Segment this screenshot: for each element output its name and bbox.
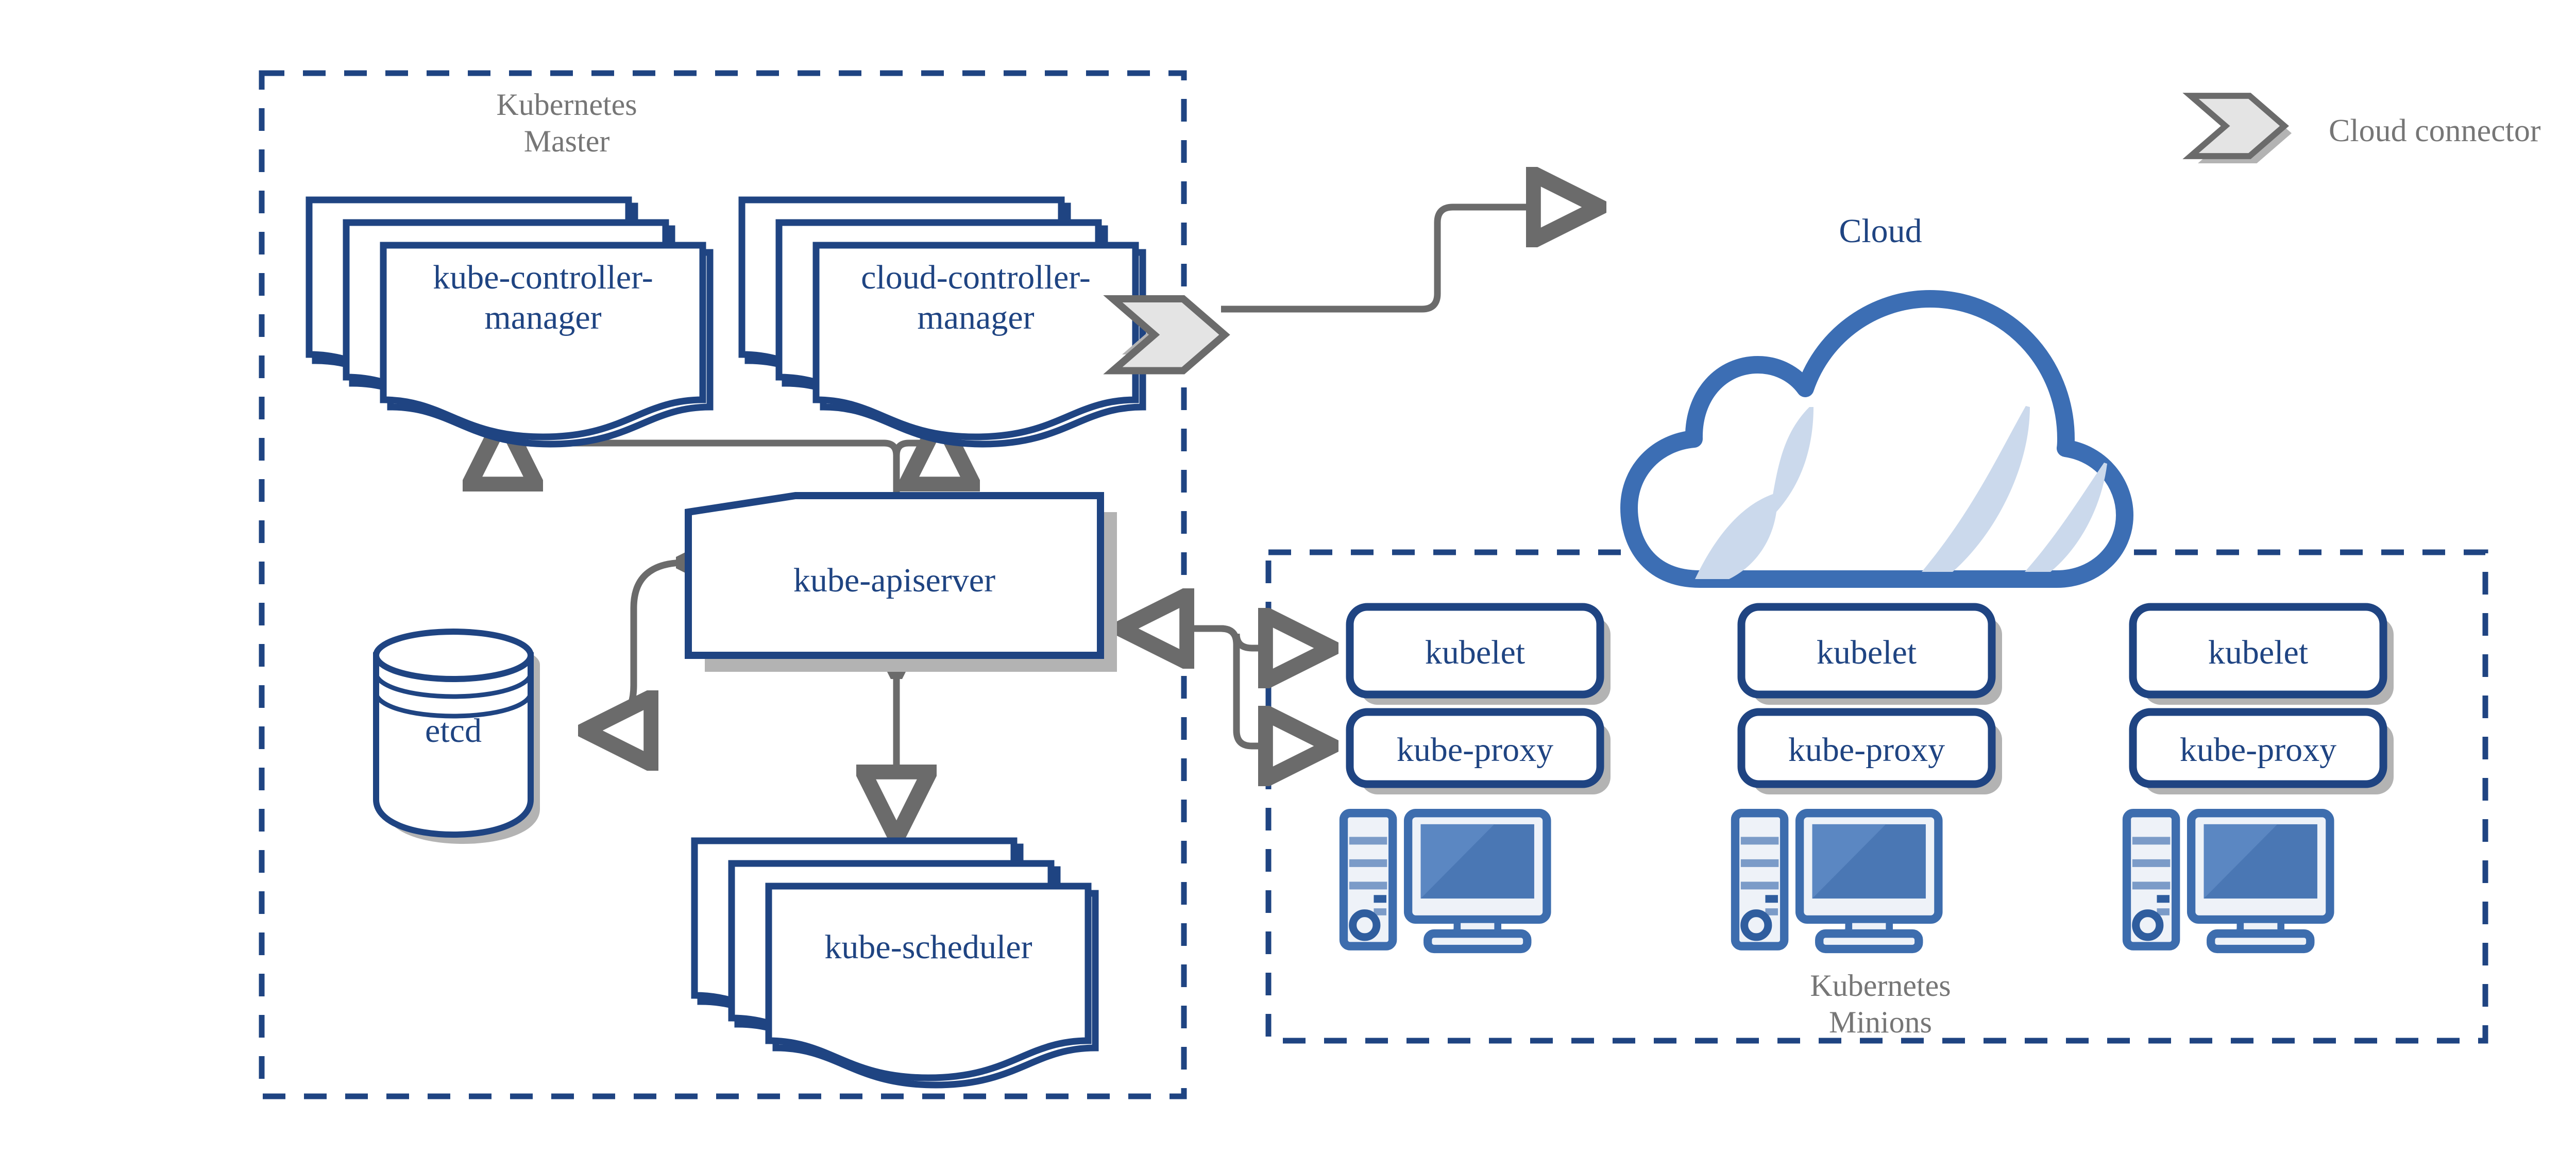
connector-minions-trunk (1123, 625, 1329, 746)
legend-cloud-connector-icon (2182, 93, 2292, 163)
node-cloud-controller-manager[interactable] (742, 200, 1143, 444)
connector-cloud-controller-manager-to-cloud (1221, 207, 1597, 313)
cloud-connector-chevron-icon (1103, 295, 1230, 375)
computer-icon (2127, 813, 2330, 949)
connector-apiserver-to-etcd (587, 563, 685, 731)
node-kube-scheduler[interactable] (694, 841, 1095, 1085)
node-cloud[interactable] (1620, 290, 2133, 588)
minion-node-3 (2127, 603, 2394, 949)
node-kube-controller-manager[interactable] (309, 200, 710, 444)
minion-node-2 (1735, 603, 2002, 949)
node-kube-apiserver[interactable] (685, 492, 1117, 672)
computer-icon (1735, 813, 1938, 949)
computer-icon (1344, 813, 1547, 949)
kubernetes-minions-boundary (1265, 549, 2488, 1044)
kubernetes-master-boundary (259, 70, 1187, 1099)
node-etcd[interactable] (373, 629, 540, 844)
minion-node-1 (1344, 603, 1611, 949)
